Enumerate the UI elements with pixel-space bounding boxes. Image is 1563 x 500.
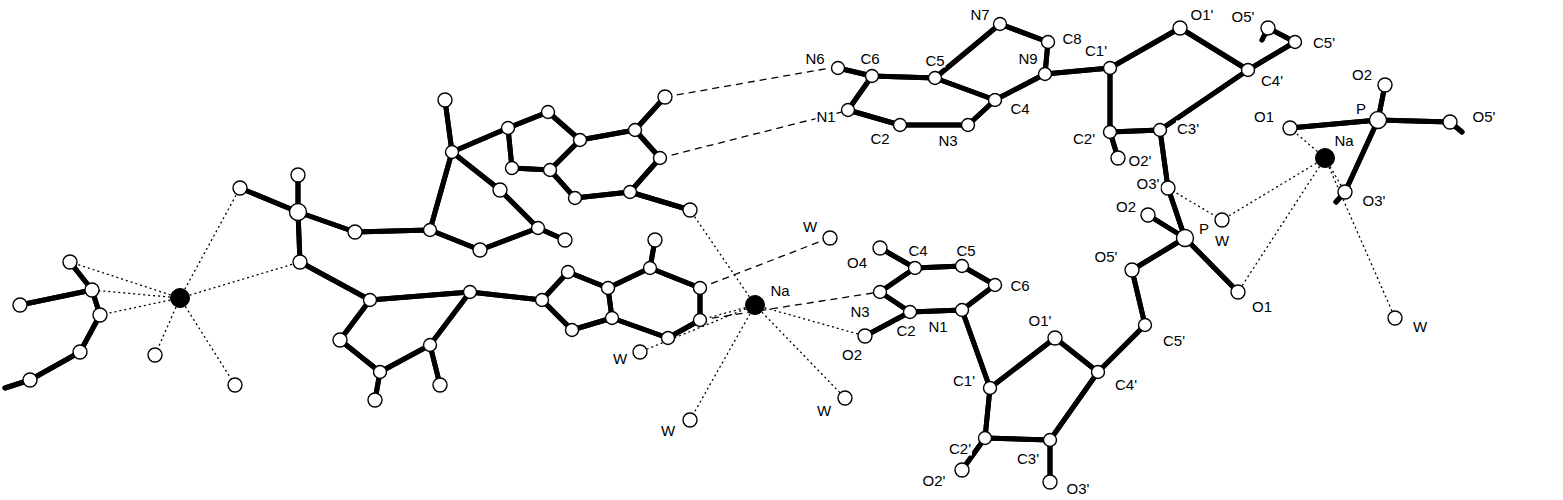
atom-label: C3'	[1016, 451, 1040, 466]
atom-label: N7	[969, 7, 990, 22]
atom-label: O3'	[1362, 193, 1387, 208]
atom-label: O2	[1115, 199, 1137, 214]
atom-label: O1	[1253, 109, 1275, 124]
atom-label: N9	[1017, 51, 1038, 66]
atom-label: O2	[1351, 67, 1373, 82]
atom-label: C4	[907, 243, 928, 258]
atom-label: O3'	[1136, 176, 1161, 191]
atom-label: Na	[1333, 133, 1354, 148]
atom-label: W	[802, 219, 818, 234]
atom-label: C5	[924, 53, 945, 68]
sodium-ions	[171, 149, 1335, 315]
atom-label: C5	[955, 243, 976, 258]
atom-label: W	[1412, 319, 1428, 334]
atom-label: O5'	[1231, 9, 1256, 24]
atom-label: O5'	[1094, 249, 1119, 264]
atom-label: P	[1198, 221, 1210, 236]
atom-label: C6	[1009, 278, 1030, 293]
atom-label: N3	[937, 133, 958, 148]
covalent-bonds	[5, 24, 1462, 482]
atom-label: O2	[841, 347, 863, 362]
atom-label: C8	[1061, 31, 1082, 46]
atom-label: C2'	[1072, 131, 1096, 146]
atom-label: W	[816, 403, 832, 418]
atom-label: C2	[869, 131, 890, 146]
atom-label: C4'	[1260, 73, 1284, 88]
atom-label: O1'	[1028, 313, 1053, 328]
atom-label: N6	[804, 51, 825, 66]
atom-label: O2'	[1128, 153, 1153, 168]
atom-label: W	[1214, 233, 1230, 248]
atom-label: C4'	[1114, 377, 1138, 392]
atom-label: O4	[846, 255, 868, 270]
atom-label: O5'	[1472, 109, 1497, 124]
atom-label: N1	[815, 109, 836, 124]
atom-label: P	[1355, 101, 1367, 116]
atom-label: O1'	[1190, 7, 1215, 22]
atoms	[13, 18, 1457, 490]
coordination-bonds	[70, 128, 1395, 420]
atom-label: N1	[927, 319, 948, 334]
atom-label: C1'	[1084, 43, 1108, 58]
atom-label: O2'	[922, 473, 947, 488]
atom-label: N3	[849, 304, 870, 319]
atom-label: W	[660, 423, 676, 438]
atom-label: C2'	[948, 441, 972, 456]
atom-label: C5'	[1162, 333, 1186, 348]
atom-label: C3'	[1176, 121, 1200, 136]
atom-label: C6	[859, 51, 880, 66]
atom-label: C5'	[1312, 35, 1336, 50]
atom-label: Na	[769, 283, 790, 298]
atom-label: C4	[1009, 101, 1030, 116]
atom-label: O3'	[1066, 481, 1091, 496]
atom-label: W	[612, 351, 628, 366]
atom-label: O1	[1251, 299, 1273, 314]
atom-label: C2	[895, 323, 916, 338]
atom-label: C1'	[952, 373, 976, 388]
